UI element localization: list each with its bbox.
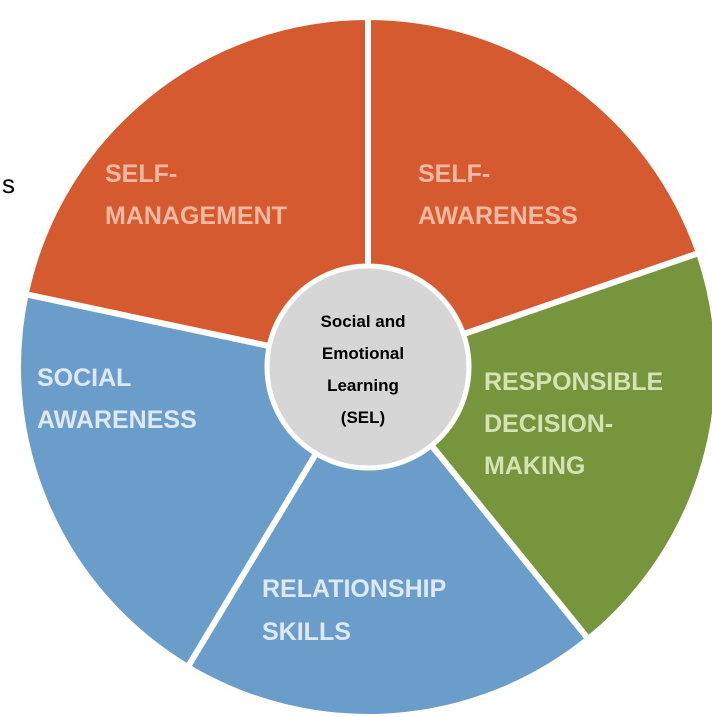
labels-layer: SELF- AWARENESS RESPONSIBLE DECISION- MAKING… [37, 160, 663, 646]
center-hub-label-line: Emotional [322, 344, 404, 363]
segment-label-line: AWARENESS [37, 406, 197, 434]
segment-self-management [22, 14, 371, 370]
segment-relationship-skills [184, 364, 592, 717]
segment-label-line: MANAGEMENT [105, 202, 287, 230]
segment-label-relationship-skills: RELATIONSHIP SKILLS [262, 575, 446, 646]
segment-label-line: RESPONSIBLE [484, 368, 663, 396]
center-hub-circle [264, 263, 472, 471]
segment-label-line: RELATIONSHIP [262, 575, 446, 603]
edge-fragment-text: s [2, 169, 15, 199]
center-hub-label-line: Learning [327, 376, 399, 395]
segment-label-line: SKILLS [262, 618, 351, 646]
segment-label-self-management: SELF- MANAGEMENT [105, 160, 287, 230]
segment-label-social-awareness: SOCIAL AWARENESS [37, 364, 197, 434]
center-hub-label-line: Social and [320, 312, 405, 331]
center-hub-label-line: (SEL) [341, 408, 385, 427]
segment-label-line: AWARENESS [418, 202, 578, 230]
segment-label-responsible-decision-making: RESPONSIBLE DECISION- MAKING [484, 368, 663, 480]
segments-layer [15, 14, 712, 717]
segment-label-line: SOCIAL [37, 364, 131, 392]
segment-label-line: SELF- [105, 160, 177, 188]
segment-label-line: SELF- [418, 160, 490, 188]
segment-label-line: DECISION- [484, 410, 613, 438]
segment-label-self-awareness: SELF- AWARENESS [418, 160, 578, 230]
segment-label-line: MAKING [484, 452, 585, 480]
